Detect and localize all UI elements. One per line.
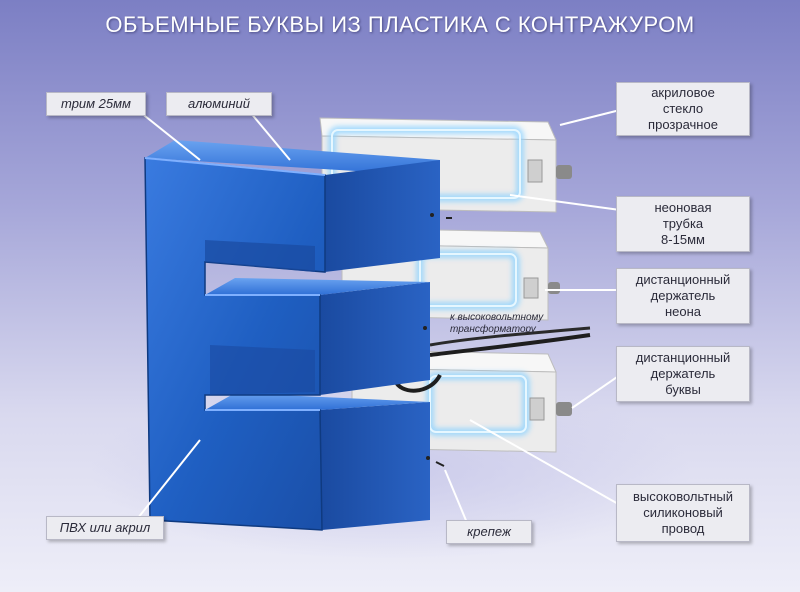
label-pvc: ПВХ или акрил — [46, 516, 164, 540]
label-neon-holder: дистанционный держатель неона — [616, 268, 750, 324]
hv-wire-1 — [429, 333, 591, 357]
label-fastener: крепеж — [446, 520, 532, 544]
label-trim: трим 25мм — [46, 92, 146, 116]
callout-lines — [129, 109, 621, 531]
fastener-screw — [435, 217, 452, 467]
label-acrylic-glass: акриловое стекло прозрачное — [616, 82, 750, 136]
label-neon-tube: неоновая трубка 8-15мм — [616, 196, 750, 252]
hv-wire-2 — [429, 326, 591, 347]
diagram-title: ОБЪЕМНЫЕ БУКВЫ ИЗ ПЛАСТИКА С КОНТРАЖУРОМ — [105, 12, 695, 37]
letter-e — [144, 140, 440, 531]
label-transformer: к высоковольтному трансформатору — [450, 312, 544, 335]
label-letter-holder: дистанционный держатель буквы — [616, 346, 750, 402]
label-hv-wire: высоковольтный силиконовый провод — [616, 484, 750, 542]
label-aluminium: алюминий — [166, 92, 272, 116]
